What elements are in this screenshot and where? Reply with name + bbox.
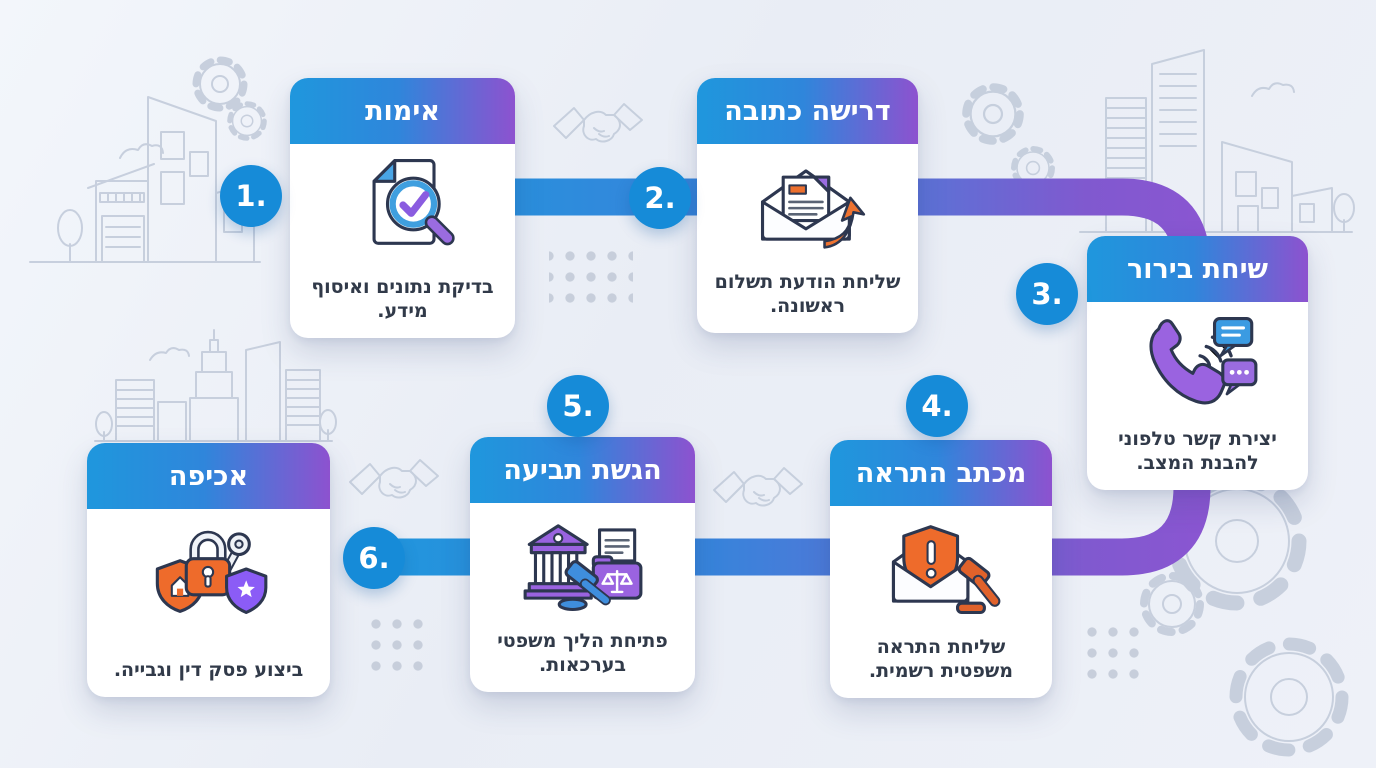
step-number-4: 4.	[906, 375, 968, 437]
step-number-1: 1.	[220, 165, 282, 227]
step-card-5: הגשת תביעה	[470, 437, 695, 692]
step-card-6-body: ביצוע פסק דין וגבייה.	[87, 509, 330, 697]
step-number-2: 2.	[629, 167, 691, 229]
step-card-4: מכתב התראה שליחת התראה משפטית רשמית.	[830, 440, 1052, 698]
step-card-3: שיחת בירור יצירת קשר טלפוני להבנת המצב.	[1087, 236, 1308, 490]
step-number-6: 6.	[343, 527, 405, 589]
step-number-3: 3.	[1016, 263, 1078, 325]
document-magnifier-check-icon	[372, 159, 455, 246]
dot-grid-bottom-left	[365, 613, 429, 677]
step-description: ביצוע פסק דין וגבייה.	[113, 659, 304, 682]
step-title: שיחת בירור	[1126, 253, 1268, 285]
dot-grid-bottom-right	[1081, 621, 1145, 685]
step-title: מכתב התראה	[855, 457, 1027, 489]
step-description: שליחת התראה משפטית רשמית.	[868, 635, 1014, 683]
step-card-1-body: בדיקת נתונים ואיסוף מידע.	[290, 144, 515, 338]
step-description: שליחת הודעת תשלום ראשונה.	[714, 270, 901, 318]
envelope-letter-send-icon	[760, 169, 865, 249]
step-card-5-body: פתיחת הליך משפטי בערכאות.	[470, 503, 695, 692]
phone-chat-bubbles-icon	[1148, 317, 1257, 405]
step-card-4-header: מכתב התראה	[830, 440, 1052, 506]
step-card-2-header: דרישה כתובה	[697, 78, 918, 144]
step-title: אכיפה	[168, 460, 249, 492]
step-card-1: אימות בדיקת נתונים ואיסוף מידע.	[290, 78, 515, 338]
step-card-4-body: שליחת התראה משפטית רשמית.	[830, 506, 1052, 698]
step-card-2: דרישה כתובה שליחת הודעת תשלום ראשונה.	[697, 78, 918, 333]
step-card-1-header: אימות	[290, 78, 515, 144]
envelope-warning-gavel-icon	[891, 525, 1001, 615]
step-card-2-body: שליחת הודעת תשלום ראשונה.	[697, 144, 918, 333]
house-outline-top-left	[29, 96, 261, 263]
step-number-5: 5.	[547, 375, 609, 437]
step-card-6-header: אכיפה	[87, 443, 330, 509]
step-card-6: אכיפה ביצוע פסק דין וגבייה	[87, 443, 330, 697]
city-skyline-top-right	[1079, 49, 1355, 233]
city-skyline-bottom-left	[94, 329, 337, 442]
dot-grid-top	[549, 245, 633, 309]
courthouse-gavel-folder-icon	[523, 524, 642, 612]
step-description: בדיקת נתונים ואיסוף מידע.	[311, 275, 494, 323]
step-description: פתיחת הליך משפטי בערכאות.	[497, 629, 668, 677]
step-description: יצירת קשר טלפוני להבנת המצב.	[1118, 427, 1277, 475]
lock-key-shield-badge-icon	[155, 530, 267, 614]
step-card-3-header: שיחת בירור	[1087, 236, 1308, 302]
step-title: הגשת תביעה	[503, 454, 662, 486]
step-title: אימות	[365, 95, 440, 127]
step-card-3-body: יצירת קשר טלפוני להבנת המצב.	[1087, 302, 1308, 490]
step-card-5-header: הגשת תביעה	[470, 437, 695, 503]
step-title: דרישה כתובה	[724, 95, 891, 127]
